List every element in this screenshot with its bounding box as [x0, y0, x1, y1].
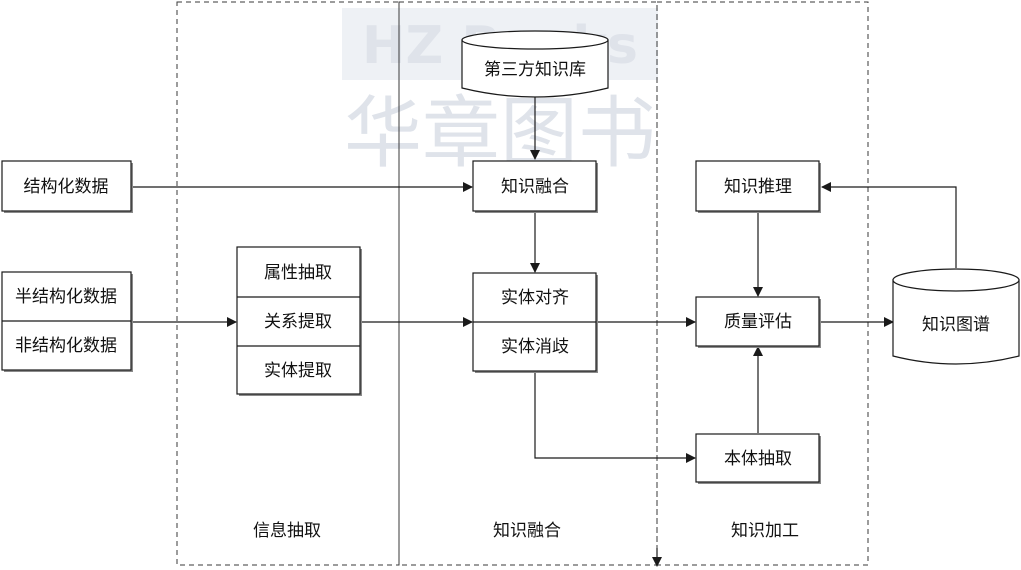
node-structured-data-label: 结构化数据 — [24, 177, 109, 197]
node-knowledge-graph: 知识图谱 — [892, 268, 1020, 365]
node-entity-extraction-label: 实体提取 — [264, 361, 332, 381]
node-entity-alignment-label: 实体对齐 — [501, 288, 569, 308]
node-knowledge-merge: 知识融合 — [472, 160, 598, 213]
node-entity-resolution: 实体对齐 实体消歧 — [472, 272, 598, 373]
node-semi-structured-label: 半结构化数据 — [15, 287, 117, 307]
section-label-info-extraction: 信息抽取 — [253, 521, 321, 541]
node-third-party-kb-label: 第三方知识库 — [484, 60, 586, 80]
node-ontology-extraction-label: 本体抽取 — [724, 449, 792, 469]
node-knowledge-reasoning-label: 知识推理 — [724, 177, 792, 197]
node-knowledge-reasoning: 知识推理 — [695, 160, 821, 213]
edge-graph-to-reasoning — [821, 182, 957, 268]
node-info-extraction-stack: 属性抽取 关系提取 实体提取 — [236, 246, 362, 396]
node-knowledge-merge-label: 知识融合 — [501, 177, 569, 197]
section-label-knowledge-processing: 知识加工 — [731, 521, 799, 541]
section-frame-info-extraction — [176, 1, 400, 566]
node-unstructured-label: 非结构化数据 — [15, 336, 117, 356]
node-third-party-kb: 第三方知识库 — [461, 30, 609, 98]
node-ontology-extraction: 本体抽取 — [695, 433, 821, 484]
node-entity-disambiguation-label: 实体消歧 — [501, 337, 569, 357]
node-attribute-extraction-label: 属性抽取 — [264, 263, 332, 283]
node-structured-data: 结构化数据 — [1, 160, 133, 213]
section-label-knowledge-fusion: 知识融合 — [493, 521, 561, 541]
node-relation-extraction-label: 关系提取 — [264, 312, 332, 332]
node-quality-assessment: 质量评估 — [695, 296, 821, 348]
edge-disambiguation-to-ontology — [534, 372, 696, 463]
section-frame-knowledge-fusion — [398, 1, 658, 566]
node-knowledge-graph-label: 知识图谱 — [922, 315, 990, 335]
node-semi-unstructured-data: 半结构化数据 非结构化数据 — [1, 271, 133, 372]
node-quality-assessment-label: 质量评估 — [724, 312, 792, 332]
